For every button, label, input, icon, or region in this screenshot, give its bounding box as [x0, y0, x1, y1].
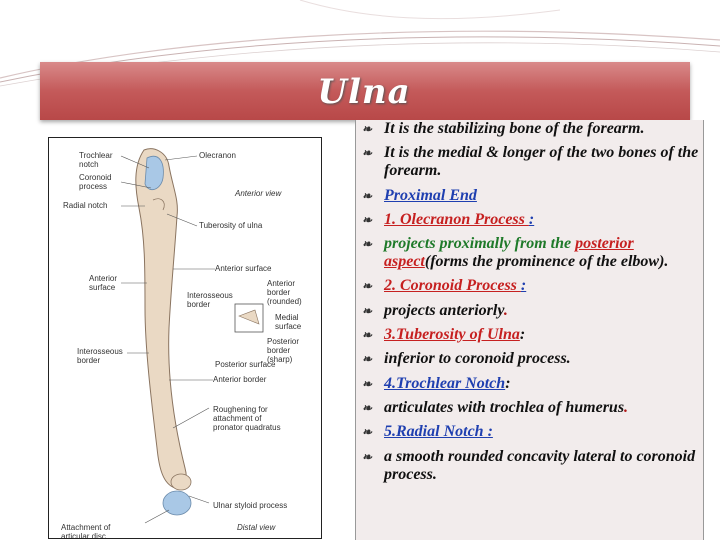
- content-panel: [355, 120, 704, 540]
- bullet-fleuron-icon: ❧: [362, 146, 373, 161]
- bullet-text: 2. Coronoid Process: [384, 277, 521, 295]
- bullet-fleuron-icon: ❧: [362, 122, 373, 136]
- bullet-text: .: [503, 301, 508, 319]
- bullet-fleuron-icon: ❧: [362, 376, 373, 391]
- bullet-fleuron-icon: ❧: [362, 188, 373, 203]
- bullet-item: ❧ a smooth rounded concavity lateral to c…: [360, 448, 700, 484]
- label-ulnar-styloid: Ulnar styloid process: [213, 501, 287, 510]
- bullet-fleuron-icon: ❧: [362, 425, 373, 440]
- bullet-fleuron-icon: ❧: [362, 212, 373, 227]
- bullet-text: :: [519, 326, 526, 344]
- bullet-text: 5.Radial Notch: [384, 423, 488, 441]
- bullet-fleuron-icon: ❧: [362, 279, 373, 294]
- label-radial-notch: Radial notch: [63, 201, 107, 210]
- label-distal-view: Distal view: [237, 523, 276, 532]
- bullet-text: Proximal End: [384, 186, 477, 204]
- bullet-text: :: [528, 210, 535, 228]
- bullet-text: posterior aspect: [384, 235, 634, 271]
- bullet-list: ❧ It is the stabilizing bone of the forea…: [360, 120, 700, 490]
- slide-title: Ulna: [317, 72, 411, 112]
- bullet-text: 3.Tuberosity of Ulna: [384, 326, 520, 344]
- bullet-text: projects proximally from the: [384, 235, 576, 253]
- bullet-fleuron-icon: ❧: [362, 352, 373, 367]
- bullet-fleuron-icon: ❧: [362, 303, 373, 318]
- bullet-text: projects anteriorly: [384, 301, 504, 319]
- bullet-item: ❧ projects proximally from the posterior …: [360, 235, 700, 271]
- label-posterior-surface: Posterior surface: [215, 360, 276, 369]
- label-anterior-view: Anterior view: [234, 189, 282, 198]
- bullet-text: 1. Olecranon Process: [384, 210, 529, 228]
- bullet-fleuron-icon: ❧: [362, 400, 373, 415]
- bullet-item: ❧ 2. Coronoid Process :: [360, 277, 700, 295]
- bullet-text: It is the stabilizing bone of the forear…: [384, 120, 645, 137]
- bullet-item: ❧ 1. Olecranon Process :: [360, 211, 700, 229]
- label-anterior-surface-right: Anterior surface: [215, 264, 272, 273]
- label-anterior-border: Anterior border: [213, 375, 267, 384]
- bullet-item: ❧ Proximal End: [360, 187, 700, 205]
- bullet-item: ❧ It is the medial & longer of the two bo…: [360, 144, 700, 180]
- bullet-item: ❧ projects anteriorly.: [360, 302, 700, 320]
- bullet-fleuron-icon: ❧: [362, 328, 373, 343]
- bullet-text: a smooth rounded concavity lateral to co…: [384, 447, 696, 483]
- bullet-fleuron-icon: ❧: [362, 449, 373, 464]
- bullet-item: ❧ 3.Tuberosity of Ulna:: [360, 326, 700, 344]
- bullet-text: articulates with trochlea of humerus: [384, 398, 625, 416]
- bullet-item: ❧ It is the stabilizing bone of the forea…: [360, 120, 700, 138]
- label-tuberosity: Tuberosity of ulna: [199, 221, 263, 230]
- label-olecranon: Olecranon: [199, 151, 236, 160]
- bullet-item: ❧ 4.Trochlear Notch:: [360, 375, 700, 393]
- bullet-text: :: [520, 277, 527, 295]
- bullet-text: .: [624, 398, 629, 416]
- bullet-text: inferior to coronoid process.: [384, 350, 571, 368]
- bullet-text: It is the medial & longer of the two bon…: [384, 144, 699, 180]
- bullet-fleuron-icon: ❧: [362, 237, 373, 252]
- bullet-text: (forms the prominence of the elbow).: [424, 253, 669, 271]
- bullet-text: :: [487, 423, 493, 441]
- bullet-item: ❧ 5.Radial Notch :: [360, 423, 700, 441]
- bullet-text: 4.Trochlear Notch: [384, 374, 506, 392]
- bullet-text: :: [505, 374, 511, 392]
- bullet-item: ❧ inferior to coronoid process.: [360, 350, 700, 368]
- title-bar: [40, 62, 690, 120]
- bullet-item: ❧ articulates with trochlea of humerus.: [360, 399, 700, 417]
